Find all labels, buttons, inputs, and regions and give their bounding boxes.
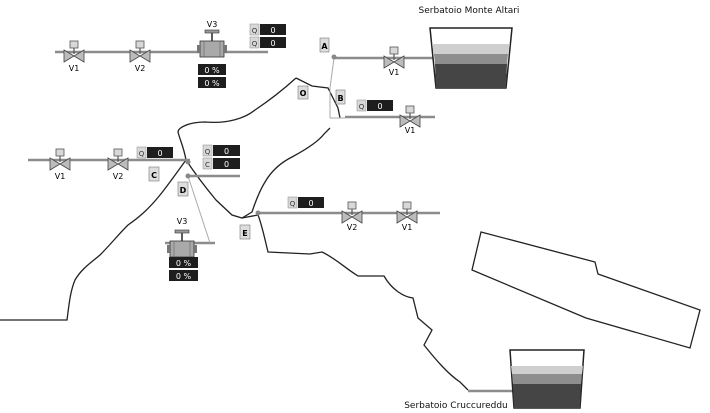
readout-top-p2: 0 %	[198, 77, 226, 88]
readout-tag: Q	[252, 40, 258, 48]
tank-monte-altari[interactable]: Serbatoio Monte Altari	[419, 6, 520, 89]
readout-b-q: Q 0	[356, 99, 393, 112]
readout-value: 0	[157, 149, 162, 158]
tank-cruccureddu-label: Serbatoio Cruccureddu	[404, 401, 508, 411]
readout-value: 0	[377, 102, 382, 111]
readout-top-q2: Q 0	[249, 36, 286, 49]
valve-icon	[63, 40, 85, 63]
node-B-label: B	[337, 94, 343, 103]
valve-icon	[129, 40, 151, 63]
valve-icon	[396, 201, 418, 224]
readout-value: 0	[270, 39, 275, 48]
readout-value: 0	[224, 160, 229, 169]
readout-tag: Q	[290, 200, 296, 208]
valve-left-v1-label: V1	[55, 172, 66, 181]
gate-valve-icon	[166, 229, 198, 258]
readout-d-p2: 0 %	[169, 270, 198, 281]
readout-tag: Q	[252, 27, 258, 35]
valve-icon	[49, 148, 71, 171]
node-C-label: C	[151, 171, 157, 180]
node-A-label: A	[321, 42, 328, 51]
valve-e-v2[interactable]: V2	[341, 201, 363, 232]
river-right-bank	[185, 127, 331, 219]
node-D-label: D	[180, 186, 187, 195]
pipe-network	[28, 50, 514, 393]
readout-tag: Q	[205, 148, 211, 156]
readout-top-q1: Q 0	[249, 23, 286, 36]
node-D[interactable]: D	[177, 181, 189, 197]
thin-connectors	[187, 57, 345, 244]
valley-path	[241, 214, 469, 391]
node-B[interactable]: B	[335, 89, 346, 105]
coastline-path	[0, 77, 297, 321]
readout-value: 0 %	[204, 66, 220, 75]
readout-tag: C	[205, 161, 210, 169]
node-C[interactable]: C	[148, 166, 160, 182]
tank-monte-altari-label: Serbatoio Monte Altari	[419, 6, 520, 16]
readout-value: 0 %	[204, 79, 220, 88]
tank-cruccureddu[interactable]: Serbatoio Cruccureddu	[404, 349, 585, 411]
valve-d-v3[interactable]: V3	[166, 217, 198, 258]
valve-top-v1-label: V1	[69, 64, 80, 73]
valve-ma-v1[interactable]: V1	[383, 46, 405, 77]
junction-dots	[185, 54, 337, 216]
valve-e-v2-label: V2	[347, 223, 358, 232]
node-E[interactable]: E	[239, 224, 251, 240]
valve-b-v1-label: V1	[405, 126, 416, 135]
readout-value: 0	[224, 147, 229, 156]
valve-b-v1[interactable]: V1	[399, 105, 421, 135]
readout-left-q: Q 0	[136, 146, 173, 159]
readout-e-q: Q 0	[287, 196, 324, 209]
node-O[interactable]: O	[297, 85, 309, 100]
readout-value: 0 %	[176, 259, 192, 268]
lake-outline	[471, 231, 701, 349]
valve-left-v1[interactable]: V1	[49, 148, 71, 181]
valve-left-v2-label: V2	[113, 172, 124, 181]
readout-value: 0 %	[176, 272, 192, 281]
readout-c-q2: C 0	[202, 157, 240, 170]
readout-tag: Q	[139, 150, 145, 158]
node-A[interactable]: A	[319, 37, 330, 53]
valve-icon	[341, 201, 363, 224]
valve-top-v3[interactable]: V3	[196, 20, 228, 58]
readout-top-p1: 0 %	[198, 64, 226, 75]
valve-top-v1[interactable]: V1	[63, 40, 85, 73]
readout-d-p1: 0 %	[169, 257, 198, 268]
readout-tag: Q	[359, 103, 365, 111]
valve-icon	[107, 148, 129, 171]
readout-value: 0	[308, 199, 313, 208]
valve-top-v2-label: V2	[135, 64, 146, 73]
valve-icon	[399, 105, 421, 128]
node-E-label: E	[242, 229, 247, 238]
readout-value: 0	[270, 26, 275, 35]
valve-ma-v1-label: V1	[389, 68, 400, 77]
gate-valve-icon	[196, 29, 228, 58]
valve-e-v1[interactable]: V1	[396, 201, 418, 232]
readout-c-q1: Q 0	[202, 144, 240, 157]
valve-d-v3-label: V3	[177, 217, 188, 226]
valve-top-v3-label: V3	[207, 20, 218, 29]
valve-icon	[383, 46, 405, 69]
valve-e-v1-label: V1	[402, 223, 413, 232]
valve-top-v2[interactable]: V2	[129, 40, 151, 73]
node-O-label: O	[300, 89, 307, 98]
valve-left-v2[interactable]: V2	[107, 148, 129, 181]
